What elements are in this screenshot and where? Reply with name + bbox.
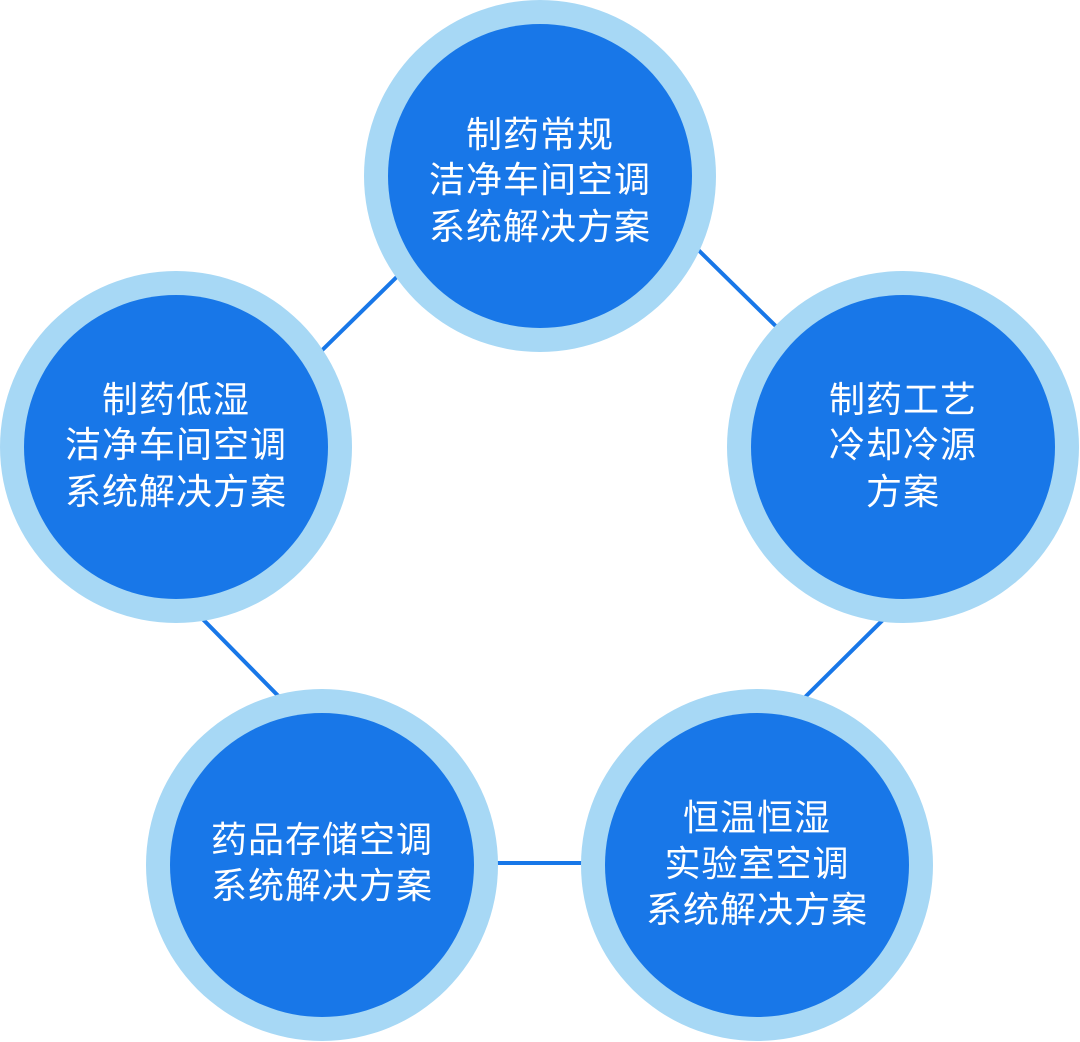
- node-core: [24, 295, 328, 599]
- node-bottom-left[interactable]: 药品存储空调 系统解决方案: [146, 689, 498, 1041]
- node-core: [751, 295, 1055, 599]
- node-bottom-right[interactable]: 恒温恒湿 实验室空调 系统解决方案: [581, 689, 933, 1041]
- node-label-line: 系统解决方案: [646, 890, 868, 931]
- node-label-line: 冷却冷源: [829, 425, 977, 466]
- node-label-line: 洁净车间空调: [65, 425, 287, 466]
- node-right[interactable]: 制药工艺 冷却冷源 方案: [727, 271, 1079, 623]
- node-label: 恒温恒湿 实验室空调 系统解决方案: [646, 798, 868, 931]
- node-label-line: 实验室空调: [664, 844, 849, 885]
- node-core: [170, 713, 474, 1017]
- node-label-line: 制药工艺: [829, 380, 977, 421]
- node-label-line: 恒温恒湿: [683, 798, 831, 839]
- node-label: 制药工艺 冷却冷源 方案: [829, 380, 977, 513]
- node-left[interactable]: 制药低湿 洁净车间空调 系统解决方案: [0, 271, 352, 623]
- node-label-line: 制药常规: [466, 115, 614, 156]
- node-core: [388, 24, 692, 328]
- node-label-line: 方案: [866, 472, 940, 513]
- node-label-line: 系统解决方案: [429, 207, 651, 248]
- node-label-line: 洁净车间空调: [429, 160, 651, 201]
- node-label: 药品存储空调 系统解决方案: [211, 820, 433, 907]
- node-label-line: 制药低湿: [102, 380, 250, 421]
- node-label-line: 系统解决方案: [65, 472, 287, 513]
- node-label-line: 药品存储空调: [211, 820, 433, 861]
- node-label: 制药低湿 洁净车间空调 系统解决方案: [65, 380, 287, 513]
- link-left-top: [304, 258, 416, 368]
- node-top[interactable]: 制药常规 洁净车间空调 系统解决方案: [364, 0, 716, 352]
- node-label-line: 系统解决方案: [211, 866, 433, 907]
- node-label: 制药常规 洁净车间空调 系统解决方案: [429, 115, 651, 248]
- node-core: [605, 713, 909, 1017]
